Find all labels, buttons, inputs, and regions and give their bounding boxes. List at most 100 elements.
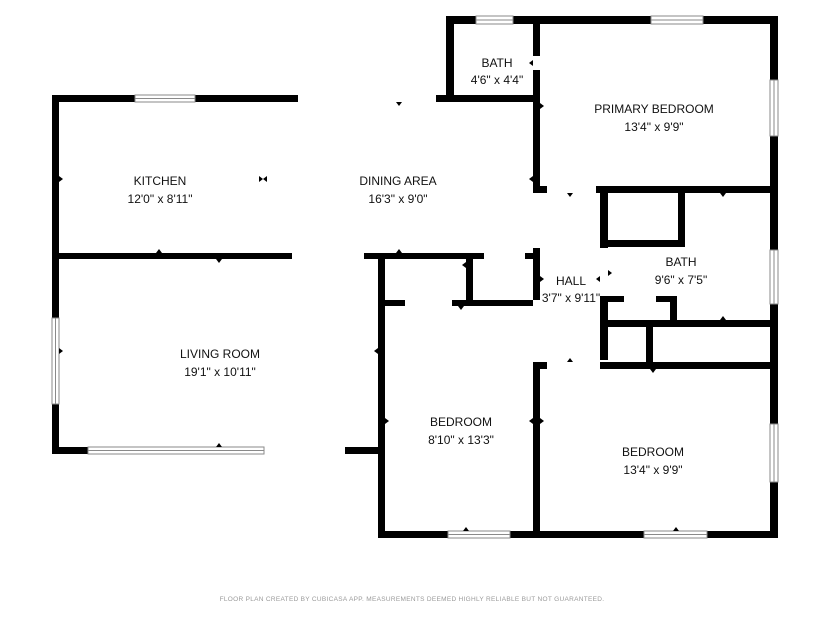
wall-top-outer-mid bbox=[513, 16, 651, 24]
marker bbox=[458, 306, 464, 310]
wall-mid-bath-left-low bbox=[600, 296, 608, 360]
room-dims-bath-mid: 9'6" x 7'5" bbox=[655, 273, 707, 287]
marker bbox=[216, 259, 222, 263]
marker bbox=[540, 276, 544, 282]
wall-living-bottom bbox=[52, 447, 88, 454]
marker bbox=[59, 176, 63, 182]
room-dims-primary-bedroom: 13'4" x 9'9" bbox=[624, 120, 683, 134]
wall-linen-divider bbox=[646, 320, 653, 368]
wall-closet-bottom-right bbox=[452, 300, 533, 306]
wall-dining-top bbox=[436, 95, 540, 102]
marker bbox=[263, 176, 267, 182]
marker bbox=[540, 418, 544, 424]
wall-markers bbox=[59, 60, 726, 531]
room-dims-bedroom-right: 13'4" x 9'9" bbox=[623, 463, 682, 477]
marker bbox=[673, 527, 679, 531]
window-bath-top bbox=[475, 15, 514, 25]
wall-right-outer-top bbox=[770, 16, 778, 80]
wall-bedroom-divider bbox=[533, 362, 540, 538]
room-label-dining-area: DINING AREA bbox=[359, 174, 436, 188]
marker bbox=[156, 249, 162, 253]
wall-dining-right bbox=[533, 24, 540, 56]
window-kitchen-top bbox=[134, 94, 196, 103]
wall-closet-bottom-left bbox=[385, 300, 405, 306]
wall-top-outer-right bbox=[703, 16, 778, 24]
room-label-living-room: LIVING ROOM bbox=[180, 347, 260, 361]
marker bbox=[720, 193, 726, 197]
room-label-bath-top: BATH bbox=[481, 56, 512, 70]
wall-center-bedroom-left bbox=[378, 253, 385, 538]
marker bbox=[385, 418, 389, 424]
marker bbox=[216, 443, 222, 447]
marker bbox=[396, 249, 402, 253]
marker bbox=[720, 316, 726, 320]
room-label-bedroom-center: BEDROOM bbox=[430, 415, 492, 429]
marker bbox=[600, 323, 604, 329]
marker bbox=[567, 358, 573, 362]
room-dims-bath-top: 4'6" x 4'4" bbox=[471, 73, 523, 87]
wall-bedroom-right-top-2 bbox=[736, 362, 778, 369]
wall-mid-bath-step bbox=[670, 296, 677, 326]
marker bbox=[374, 348, 378, 354]
wall-mid-bath-left bbox=[600, 186, 608, 248]
wall-dining-bottom bbox=[364, 253, 484, 259]
window-bedroom-center-bottom bbox=[447, 530, 511, 539]
room-label-bath-mid: BATH bbox=[665, 255, 696, 269]
room-dims-kitchen: 12'0" x 8'11" bbox=[128, 192, 193, 206]
wall-living-bottom-right bbox=[345, 447, 385, 454]
marker bbox=[462, 262, 466, 268]
window-bedroom-right bbox=[769, 423, 779, 483]
window-bedroom-right-bottom bbox=[643, 530, 708, 539]
wall-closet-right bbox=[678, 186, 685, 247]
wall-right-outer-mid bbox=[770, 136, 778, 250]
wall-mid-bath-step-top bbox=[600, 296, 624, 302]
wall-dining-bottom-right bbox=[525, 253, 540, 259]
window-living-left bbox=[51, 317, 60, 405]
marker bbox=[259, 176, 263, 182]
room-label-kitchen: KITCHEN bbox=[134, 174, 187, 188]
marker bbox=[567, 193, 573, 197]
marker bbox=[608, 270, 612, 276]
room-dims-hall: 3'7" x 9'11" bbox=[542, 291, 600, 305]
footer-disclaimer: FLOOR PLAN CREATED BY CUBICASA APP. MEAS… bbox=[220, 596, 605, 603]
room-dims-bedroom-center: 8'10" x 13'3" bbox=[428, 433, 494, 447]
wall-primary-bottom-left bbox=[533, 186, 547, 193]
room-label-hall: HALL bbox=[556, 274, 586, 288]
wall-mid-bath-step-top2 bbox=[656, 296, 676, 302]
wall-right-outer-bottom bbox=[770, 482, 778, 538]
wall-bottom-mid bbox=[510, 531, 644, 538]
wall-top-bath-left bbox=[446, 16, 454, 102]
window-bath-right bbox=[769, 249, 779, 305]
wall-closet-divider bbox=[466, 259, 473, 306]
wall-bedroom-right-top bbox=[600, 362, 736, 369]
wall-mid-bath-bottom bbox=[600, 320, 778, 327]
wall-closet-bottom bbox=[600, 240, 684, 247]
room-dims-dining-area: 16'3" x 9'0" bbox=[368, 192, 427, 206]
room-labels: BATH 4'6" x 4'4" PRIMARY BEDROOM 13'4" x… bbox=[128, 56, 714, 477]
room-label-primary-bedroom: PRIMARY BEDROOM bbox=[594, 102, 714, 116]
marker bbox=[396, 102, 402, 106]
wall-hall-left-mid bbox=[533, 248, 540, 300]
marker bbox=[540, 103, 544, 109]
wall-dining-right-2 bbox=[533, 70, 540, 192]
marker bbox=[529, 176, 533, 182]
window-living-bottom bbox=[87, 446, 265, 455]
window-primary-right bbox=[769, 79, 779, 137]
wall-top-outer bbox=[446, 16, 476, 24]
wall-left-outer bbox=[52, 95, 59, 454]
room-label-bedroom-right: BEDROOM bbox=[622, 445, 684, 459]
marker bbox=[463, 527, 469, 531]
marker bbox=[596, 276, 600, 282]
wall-bottom-left bbox=[378, 531, 448, 538]
wall-kitchen-living bbox=[52, 253, 292, 259]
marker bbox=[59, 348, 63, 354]
marker bbox=[650, 186, 656, 190]
marker bbox=[529, 418, 533, 424]
marker bbox=[650, 369, 656, 373]
walls bbox=[52, 16, 778, 538]
room-dims-living-room: 19'1" x 10'11" bbox=[184, 365, 256, 379]
wall-bottom-right bbox=[707, 531, 778, 538]
marker bbox=[529, 60, 533, 66]
window-primary-top bbox=[650, 15, 704, 25]
